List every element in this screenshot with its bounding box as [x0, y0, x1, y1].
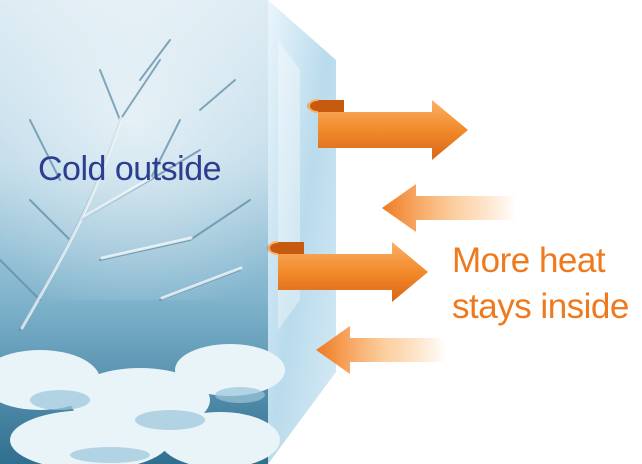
heat-arrows	[267, 99, 516, 374]
reflected-arrow-lower	[316, 326, 446, 374]
outgoing-curled-arrow-bottom	[267, 241, 428, 302]
cold-outside-label: Cold outside	[38, 150, 222, 188]
outgoing-curled-arrow-top	[307, 99, 468, 160]
heat-inside-label: More heat stays inside	[452, 238, 629, 330]
winter-scene	[0, 0, 285, 464]
heat-inside-line-1: More heat	[452, 241, 606, 280]
heat-inside-line-2: stays inside	[452, 287, 629, 326]
reflected-arrow-upper	[382, 184, 516, 232]
